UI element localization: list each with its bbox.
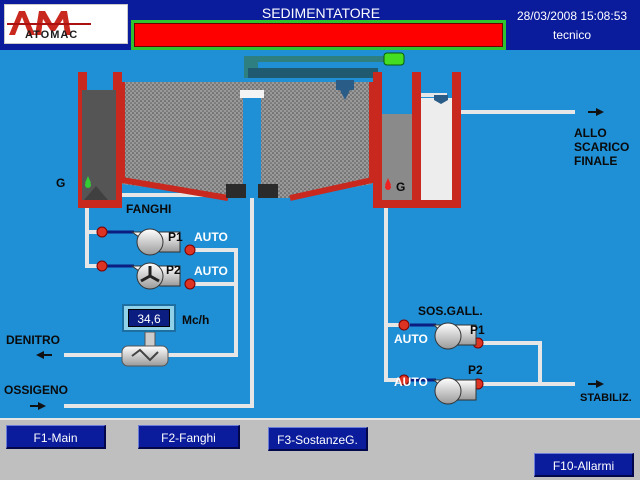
scum-pump-p1-name: P1 bbox=[470, 323, 485, 337]
left-well bbox=[78, 72, 122, 208]
scum-pump-p2-icon[interactable] bbox=[432, 377, 477, 405]
f1-main-button[interactable]: F1-Main bbox=[6, 425, 106, 449]
page-title: SEDIMENTATORE bbox=[261, 5, 381, 21]
function-key-bar: F1-Main F2-Fanghi F3-SostanzeG. F10-Alla… bbox=[0, 418, 640, 480]
arrow-outlet-icon bbox=[596, 108, 604, 116]
flow-meter-icon bbox=[121, 331, 169, 367]
sludge-pump-p1-icon[interactable] bbox=[130, 228, 181, 256]
arrow-denitro-icon bbox=[36, 351, 44, 359]
f3-sostanze-button[interactable]: F3-SostanzeG. bbox=[268, 427, 368, 451]
current-user: tecnico bbox=[552, 28, 592, 42]
scum-group-label: SOS.GALL. bbox=[418, 304, 483, 318]
arrow-oxygen-icon bbox=[38, 402, 46, 410]
alarm-banner bbox=[134, 23, 503, 47]
company-logo: ATOMAC AM bbox=[4, 4, 128, 44]
plant-diagram bbox=[30, 52, 604, 410]
datetime-display: 28/03/2008 15:08:53 bbox=[516, 9, 628, 23]
flow-value: 34,6 bbox=[128, 309, 170, 327]
left-level-label: G bbox=[56, 176, 66, 190]
pump-suction-lines bbox=[106, 230, 436, 382]
oxygen-label: OSSIGENO bbox=[4, 383, 69, 397]
sludge-pump-p2-icon[interactable] bbox=[130, 262, 181, 290]
logo-brand-letters: AM bbox=[5, 5, 7, 6]
arrows bbox=[36, 108, 604, 410]
arrow-stabilizer-icon bbox=[596, 380, 604, 388]
valves bbox=[96, 226, 484, 390]
sludge-label: FANGHI bbox=[126, 202, 172, 216]
sludge-pump-p1-mode[interactable]: AUTO bbox=[194, 230, 228, 244]
flow-unit: Mc/h bbox=[182, 313, 210, 327]
right-well bbox=[373, 72, 461, 208]
clarifier-tank bbox=[119, 52, 405, 201]
flow-meter-display: 34,6 bbox=[122, 304, 176, 332]
scum-pump-p2-name: P2 bbox=[468, 363, 483, 377]
sludge-pump-p2-name: P2 bbox=[166, 263, 181, 277]
f10-allarmi-button[interactable]: F10-Allarmi bbox=[534, 453, 634, 477]
logo-mark-icon: ATOMAC AM bbox=[5, 5, 91, 41]
stabilizer-label: STABILIZ. bbox=[580, 392, 632, 404]
outlet-label: ALLO SCARICO FINALE bbox=[574, 126, 630, 168]
alarm-banner-frame[interactable] bbox=[131, 20, 506, 50]
right-level-icon bbox=[385, 178, 391, 190]
right-level-label: G bbox=[396, 180, 406, 194]
left-level-icon bbox=[85, 176, 91, 188]
logo-brand-name: ATOMAC bbox=[25, 29, 78, 41]
scum-pump-p1-mode[interactable]: AUTO bbox=[394, 332, 428, 346]
header-bar: ATOMAC AM SEDIMENTATORE 28/03/2008 15:08… bbox=[0, 0, 640, 50]
denitro-label: DENITRO bbox=[6, 333, 60, 347]
scum-pump-p2-mode[interactable]: AUTO bbox=[394, 375, 428, 389]
f2-fanghi-button[interactable]: F2-Fanghi bbox=[138, 425, 240, 449]
scum-pump-p1-icon[interactable] bbox=[432, 322, 477, 350]
sludge-pump-p2-mode[interactable]: AUTO bbox=[194, 264, 228, 278]
sludge-pump-p1-name: P1 bbox=[168, 230, 183, 244]
pipes bbox=[64, 93, 575, 408]
